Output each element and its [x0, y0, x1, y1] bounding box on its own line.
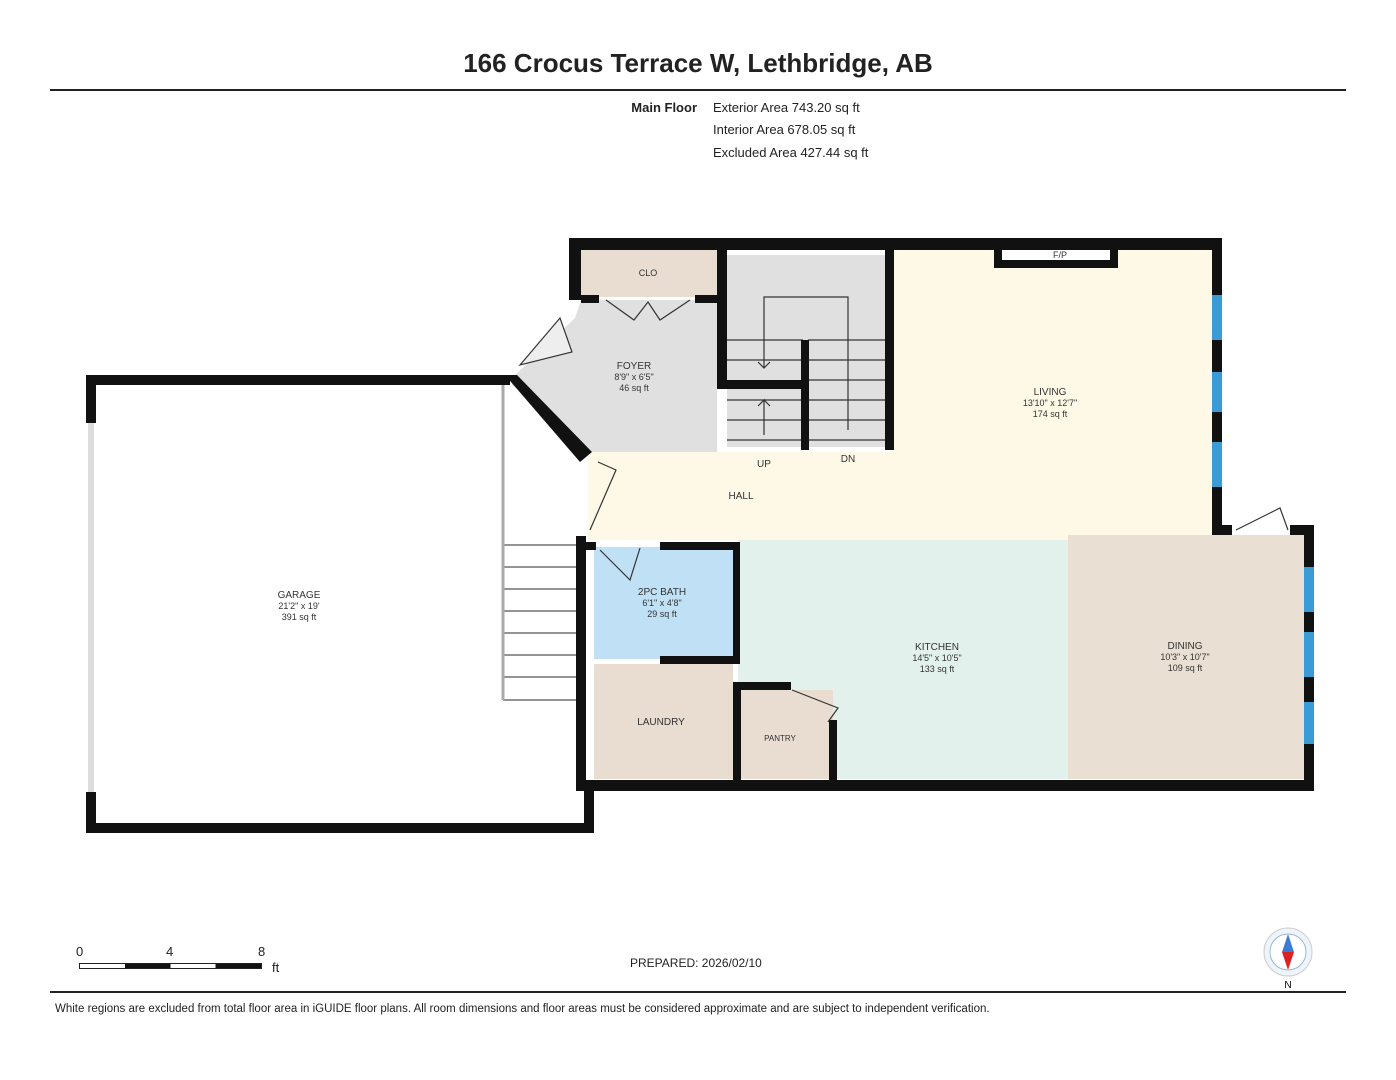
- room-2pc-bath[interactable]: 2PC BATH 6'1" x 4'8" 29 sq ft: [638, 587, 686, 619]
- disclaimer: White regions are excluded from total fl…: [55, 1003, 990, 1015]
- room-kitchen[interactable]: KITCHEN 14'5" x 10'5" 133 sq ft: [912, 642, 961, 674]
- room-name: LIVING: [1034, 387, 1067, 398]
- living-floor: [893, 250, 1212, 540]
- footer-divider: [50, 991, 1346, 993]
- dining-floor: [1068, 535, 1304, 779]
- prepared-date: PREPARED: 2026/02/10: [630, 956, 762, 970]
- scale-label-0: 0: [76, 944, 84, 959]
- garage-floor: [91, 381, 588, 828]
- hall-floor: [588, 452, 898, 540]
- room-area: 46 sq ft: [619, 383, 649, 393]
- fireplace-label: F/P: [1053, 250, 1067, 260]
- room-dimensions: 8'9" x 6'5": [614, 372, 653, 382]
- room-laundry[interactable]: LAUNDRY: [637, 717, 685, 728]
- room-dimensions: 10'3" x 10'7": [1160, 652, 1209, 662]
- room-pantry[interactable]: PANTRY: [764, 734, 796, 743]
- room-name: 2PC BATH: [638, 587, 686, 598]
- interior-area: Interior Area 678.05 sq ft: [713, 122, 856, 137]
- stairs-up-label: UP: [757, 459, 771, 470]
- windows: [1212, 295, 1314, 744]
- room-dimensions: 13'10" x 12'7": [1023, 398, 1077, 408]
- room-area: 109 sq ft: [1168, 663, 1203, 673]
- compass-icon: [1263, 927, 1313, 977]
- pantry-floor: [741, 690, 833, 779]
- staircase: [727, 296, 889, 441]
- scale-unit: ft: [272, 960, 280, 975]
- header-divider: [50, 89, 1346, 91]
- clo-floor: [581, 250, 717, 297]
- room-clo[interactable]: CLO: [639, 268, 658, 278]
- compass-north-label: N: [1284, 980, 1291, 991]
- scale-bar: 0 4 8 ft: [70, 940, 300, 980]
- bath-floor: [594, 547, 735, 659]
- door-swings: [518, 299, 1289, 723]
- room-dimensions: 14'5" x 10'5": [912, 653, 961, 663]
- property-address-title: 166 Crocus Terrace W, Lethbridge, AB: [463, 48, 933, 78]
- excluded-area: Excluded Area 427.44 sq ft: [713, 145, 869, 160]
- room-garage[interactable]: GARAGE 21'2" x 19' 391 sq ft: [278, 590, 321, 622]
- scale-label-8: 8: [258, 944, 266, 959]
- room-foyer[interactable]: FOYER 8'9" x 6'5" 46 sq ft: [614, 361, 653, 393]
- garage-door: [88, 423, 94, 792]
- room-area: 29 sq ft: [647, 609, 677, 619]
- room-area: 391 sq ft: [282, 612, 317, 622]
- room-hall[interactable]: HALL: [728, 491, 753, 502]
- room-dining[interactable]: DINING 10'3" x 10'7" 109 sq ft: [1160, 641, 1209, 673]
- room-name: GARAGE: [278, 590, 321, 601]
- room-name: FOYER: [617, 361, 651, 372]
- room-living[interactable]: LIVING 13'10" x 12'7" 174 sq ft: [1023, 387, 1077, 419]
- stairs-down-label: DN: [841, 454, 855, 465]
- room-name: KITCHEN: [915, 642, 959, 653]
- scale-label-4: 4: [166, 944, 174, 959]
- exterior-area: Exterior Area 743.20 sq ft: [713, 100, 860, 115]
- room-area: 133 sq ft: [920, 664, 955, 674]
- room-dimensions: 21'2" x 19': [278, 601, 319, 611]
- garage-steps: [501, 385, 576, 701]
- floor-name: Main Floor: [631, 100, 697, 115]
- room-name: DINING: [1168, 641, 1203, 652]
- laundry-floor: [594, 664, 733, 779]
- fireplace-opening: [1002, 250, 1110, 260]
- room-area: 174 sq ft: [1033, 409, 1068, 419]
- room-dimensions: 6'1" x 4'8": [642, 598, 681, 608]
